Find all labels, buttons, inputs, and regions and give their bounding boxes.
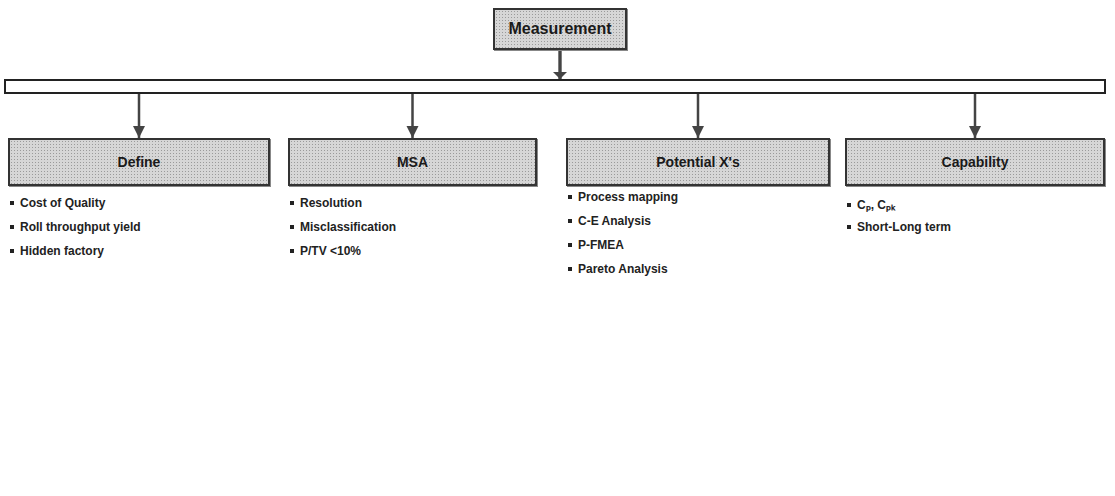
box-heading: MSA xyxy=(394,154,431,170)
bullet-square xyxy=(568,267,572,271)
bullet-text: Cₚ, Cₚₖ xyxy=(857,196,895,213)
bullet-text: P/TV <10% xyxy=(300,244,361,258)
bullet-text: Cost of Quality xyxy=(20,196,105,210)
bullet-item: Cₚ, Cₚₖ xyxy=(847,196,895,213)
arrow-head xyxy=(553,72,567,79)
phase-box: Potential X's xyxy=(566,138,830,186)
bullet-square xyxy=(10,249,14,253)
bullet-square xyxy=(290,225,294,229)
bullet-square xyxy=(10,201,14,205)
bullet-item: C-E Analysis xyxy=(568,214,651,228)
bullet-item: Pareto Analysis xyxy=(568,262,668,276)
bullet-item: Cost of Quality xyxy=(10,196,105,210)
bullet-text: Process mapping xyxy=(578,190,678,204)
bullet-item: P-FMEA xyxy=(568,238,624,252)
phase-box: MSA xyxy=(288,138,537,186)
bullet-square xyxy=(847,225,851,229)
bullet-text: Hidden factory xyxy=(20,244,104,258)
bullet-text: Misclassification xyxy=(300,220,396,234)
bullet-item: Resolution xyxy=(290,196,362,210)
bullet-square xyxy=(847,203,851,207)
bullet-text: Roll throughput yield xyxy=(20,220,141,234)
bullet-item: P/TV <10% xyxy=(290,244,361,258)
bullet-text: Resolution xyxy=(300,196,362,210)
bullet-text: P-FMEA xyxy=(578,238,624,252)
bullet-item: Misclassification xyxy=(290,220,396,234)
box-heading: Define xyxy=(115,154,164,170)
box-heading: Capability xyxy=(939,154,1012,170)
bullet-square xyxy=(290,249,294,253)
phase-box: Define xyxy=(8,138,270,186)
distribution-bar xyxy=(5,80,1105,93)
bullet-item: Process mapping xyxy=(568,190,678,204)
bullet-square xyxy=(568,195,572,199)
phase-box: Capability xyxy=(845,138,1105,186)
bullet-text: Short-Long term xyxy=(857,220,951,234)
bullet-item: Hidden factory xyxy=(10,244,104,258)
bullet-text: Pareto Analysis xyxy=(578,262,668,276)
bullet-square xyxy=(290,201,294,205)
bullet-square xyxy=(568,219,572,223)
top-box: Measurement xyxy=(493,8,627,50)
bullet-square xyxy=(10,225,14,229)
bullet-item: Roll throughput yield xyxy=(10,220,141,234)
box-heading: Potential X's xyxy=(653,154,742,170)
bullet-square xyxy=(568,243,572,247)
bullet-text: C-E Analysis xyxy=(578,214,651,228)
box-heading: Measurement xyxy=(505,20,614,38)
bullet-item: Short-Long term xyxy=(847,220,951,234)
